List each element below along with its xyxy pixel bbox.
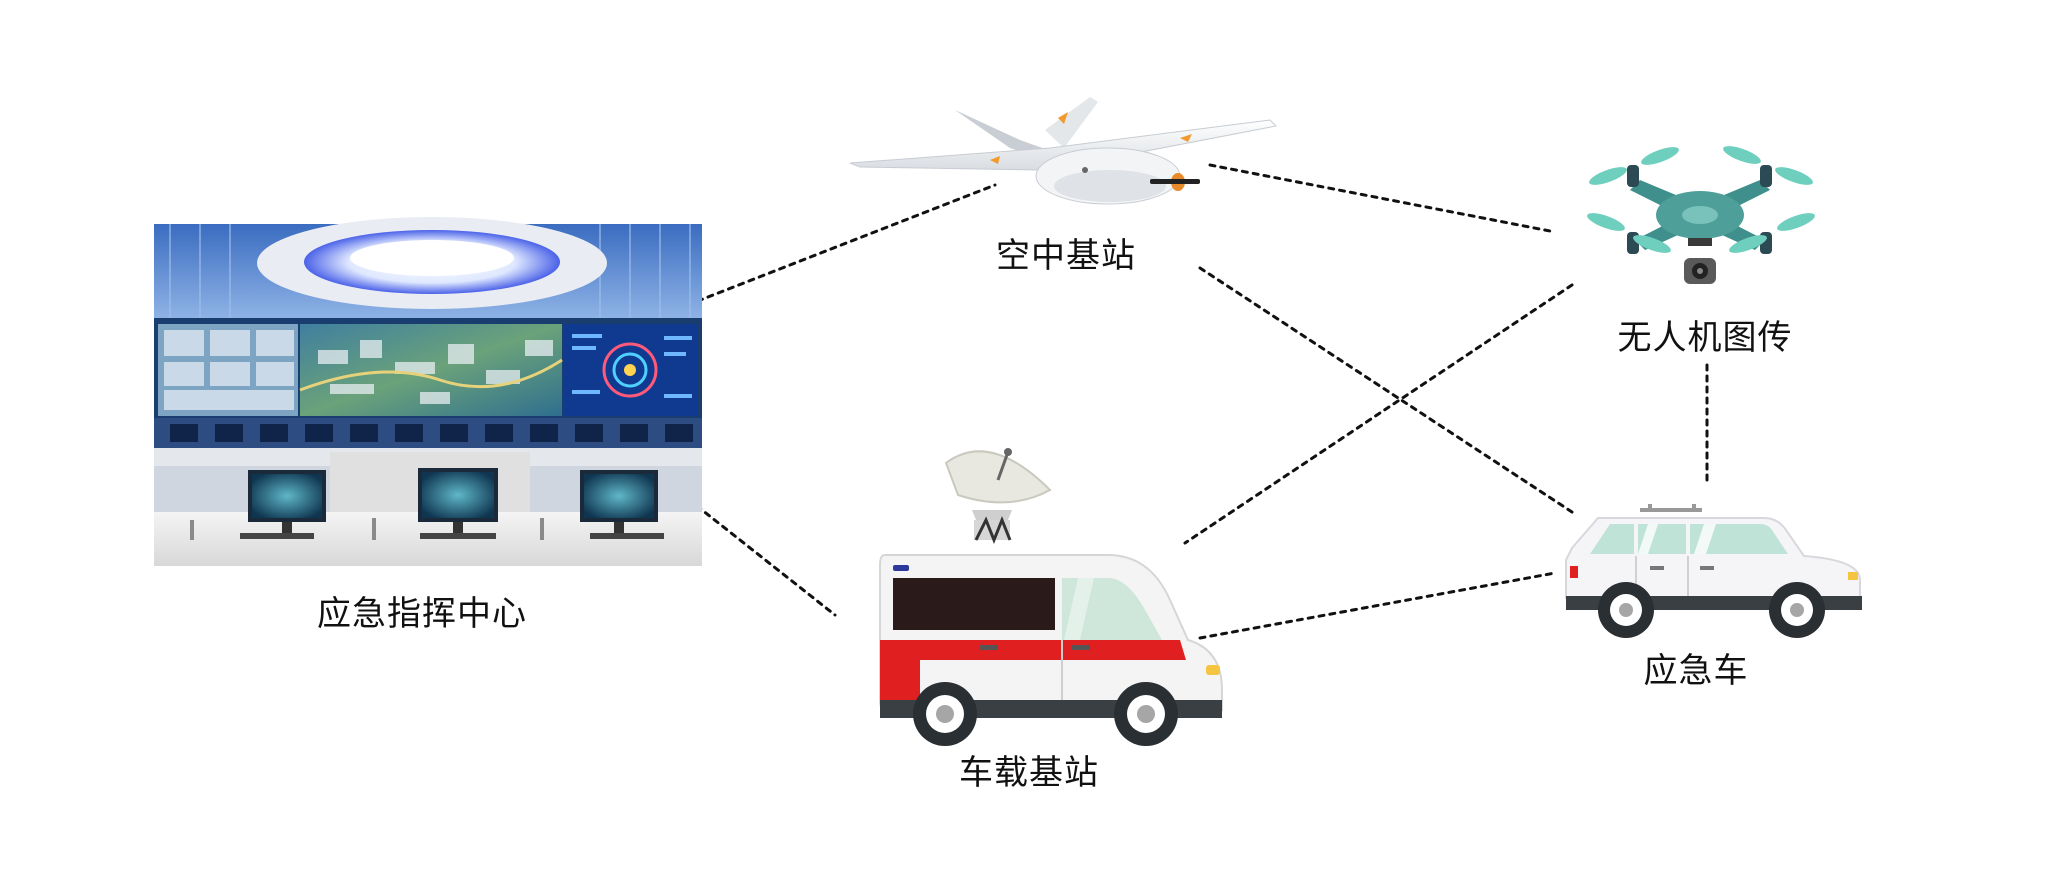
command-center-image	[154, 217, 702, 566]
fixed-wing-drone-icon	[849, 97, 1278, 205]
drone-video-label: 无人机图传	[1617, 318, 1793, 358]
air-base-station-label: 空中基站	[996, 236, 1136, 276]
link-command-to-air-station	[583, 183, 997, 347]
links	[583, 163, 1709, 640]
link-air-station-to-drone	[1208, 163, 1557, 234]
emergency-vehicle-label: 应急车	[1643, 651, 1749, 691]
vehicle-base-station-icon	[879, 448, 1223, 746]
emergency-car-icon	[1565, 504, 1862, 638]
link-command-to-vehicle-station	[643, 463, 837, 617]
satellite-dish-icon	[944, 448, 1052, 545]
quadcopter-drone-icon	[1587, 146, 1815, 284]
command-center-label: 应急指挥中心	[317, 594, 527, 634]
link-drone-to-vehicle-station	[1183, 283, 1574, 545]
desk-monitors	[240, 468, 664, 539]
link-vehicle-station-to-emergency-car	[1198, 571, 1557, 640]
vehicle-base-station-label: 车载基站	[959, 753, 1099, 793]
link-air-station-to-emergency-car	[1198, 266, 1574, 514]
